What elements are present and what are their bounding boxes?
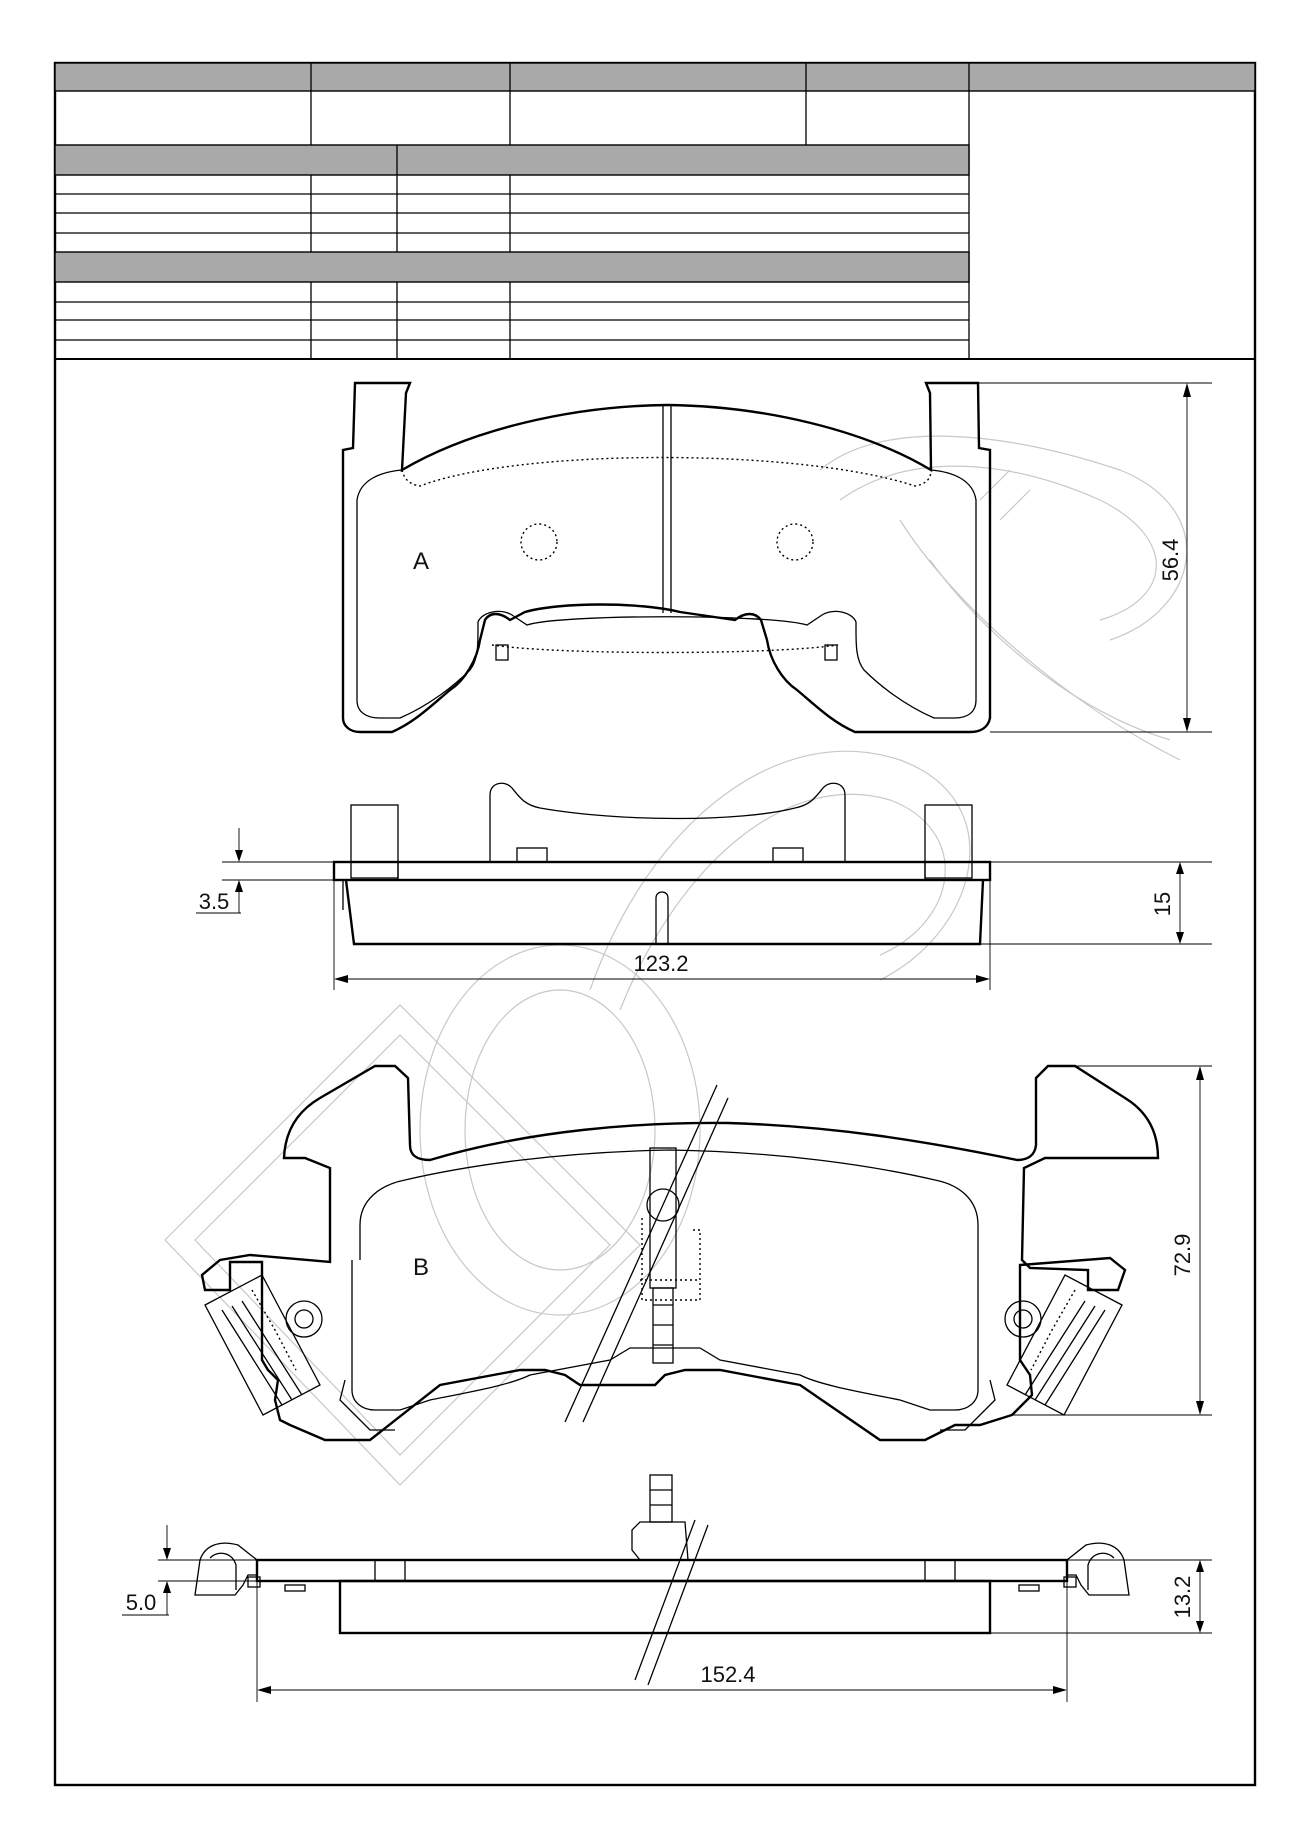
dim-b-height-value: 72.9	[1170, 1234, 1195, 1277]
pad-b-front-view: B	[200, 1064, 1160, 1442]
watermark-logo	[164, 435, 1188, 1486]
dim-a-backplate-value: 3.5	[199, 889, 230, 914]
dim-b-width: 152.4	[256, 1581, 1068, 1702]
dim-a-width: 123.2	[333, 880, 991, 990]
dim-a-height: 56.4	[978, 382, 1212, 733]
pad-a-front-view: A	[341, 381, 992, 734]
right-spring-clip	[1004, 1274, 1123, 1416]
dim-a-width-value: 123.2	[633, 951, 688, 976]
dim-b-height: 72.9	[1012, 1065, 1212, 1416]
title-block	[53, 61, 1257, 1787]
dim-b-thickness-value: 13.2	[1170, 1576, 1195, 1619]
dim-b-backplate-value: 5.0	[126, 1590, 157, 1615]
dim-a-thickness: 15	[980, 861, 1212, 945]
dim-a-thickness-value: 15	[1150, 892, 1175, 916]
view-b-label: B	[413, 1254, 429, 1281]
left-spring-clip	[204, 1274, 323, 1416]
dim-b-thickness: 13.2	[990, 1559, 1212, 1634]
view-a-label: A	[413, 548, 429, 575]
dim-a-height-value: 56.4	[1158, 539, 1183, 582]
dim-b-backplate: 5.0	[122, 1525, 257, 1616]
dim-b-width-value: 152.4	[700, 1662, 755, 1687]
pad-a-side-view	[332, 782, 992, 946]
pad-b-side-view	[194, 1474, 1130, 1686]
dim-a-backplate: 3.5	[196, 828, 334, 914]
